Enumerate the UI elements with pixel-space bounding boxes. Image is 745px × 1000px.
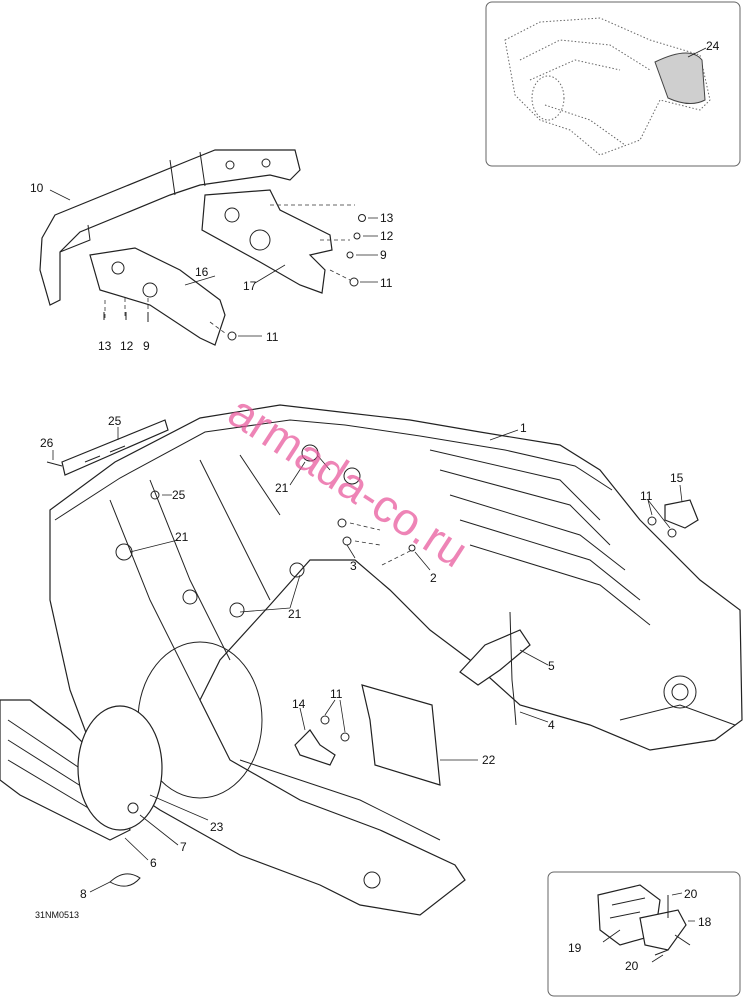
callout-13-top: 13: [380, 211, 394, 225]
callout-4: 4: [548, 718, 555, 732]
callout-13-left: 13: [98, 339, 112, 353]
part-22-pad: [361, 684, 441, 786]
callout-1: 1: [520, 421, 527, 435]
left-cover-parts: [0, 699, 209, 893]
part-18-bracket: [639, 909, 687, 951]
callout-24: 24: [706, 39, 720, 53]
center-parts: [294, 684, 478, 786]
part-15-bracket: [664, 499, 699, 529]
part-23-disc: [77, 705, 163, 831]
callout-12-top: 12: [380, 229, 394, 243]
bumper-assembly: [39, 149, 378, 346]
diagram-code: 31NM0513: [35, 910, 79, 920]
callout-11-center: 11: [330, 687, 343, 701]
part-10-bumper: [39, 149, 301, 306]
callout-26: 26: [40, 436, 54, 450]
callout-labels: 1 2 3 4 5 6 7 8 9 9 10 11 11 11 11 12 12…: [30, 39, 720, 973]
callout-9-left: 9: [143, 339, 150, 353]
callout-18: 18: [698, 915, 712, 929]
plate-assembly: [46, 419, 172, 500]
callout-6: 6: [150, 856, 157, 870]
callout-21-left: 21: [175, 530, 189, 544]
part-24-panel: [654, 52, 706, 104]
callout-11-left: 11: [266, 330, 279, 344]
inset-box-bottom: [547, 871, 741, 997]
part-7-grommet: [127, 802, 139, 814]
part-16-bracket: [89, 247, 226, 346]
callout-9-top: 9: [380, 248, 387, 262]
callout-11-top: 11: [380, 276, 393, 290]
callout-5: 5: [548, 659, 555, 673]
callout-10: 10: [30, 181, 44, 195]
callout-23: 23: [210, 820, 224, 834]
part-25-plate: [61, 419, 169, 476]
callout-25-plate: 25: [108, 414, 122, 428]
part-4-rivet: [513, 699, 517, 726]
callout-12-left: 12: [120, 339, 134, 353]
part-14-bracket: [294, 729, 336, 766]
callout-20-bottom: 20: [625, 959, 639, 973]
callout-16: 16: [195, 265, 209, 279]
part-8-clip: [109, 873, 141, 887]
callout-21-lower: 21: [288, 607, 302, 621]
callout-22: 22: [482, 753, 496, 767]
callout-20-top: 20: [684, 887, 698, 901]
part-5-bracket: [459, 629, 531, 686]
callout-2: 2: [430, 571, 437, 585]
part-17-bracket: [201, 189, 333, 294]
right-hardware: [459, 484, 699, 726]
callout-3: 3: [350, 559, 357, 573]
callout-14: 14: [292, 697, 306, 711]
part-1-belly-pan: [49, 404, 743, 916]
callout-15: 15: [670, 471, 684, 485]
callout-7: 7: [180, 840, 187, 854]
callout-17: 17: [243, 279, 257, 293]
callout-19: 19: [568, 941, 582, 955]
inset-box-top: [485, 1, 741, 167]
callout-25-clip: 25: [172, 488, 186, 502]
callout-11-right: 11: [640, 489, 653, 503]
callout-21-upper: 21: [275, 481, 289, 495]
callout-8: 8: [80, 887, 87, 901]
belly-pan-main: [49, 404, 743, 916]
